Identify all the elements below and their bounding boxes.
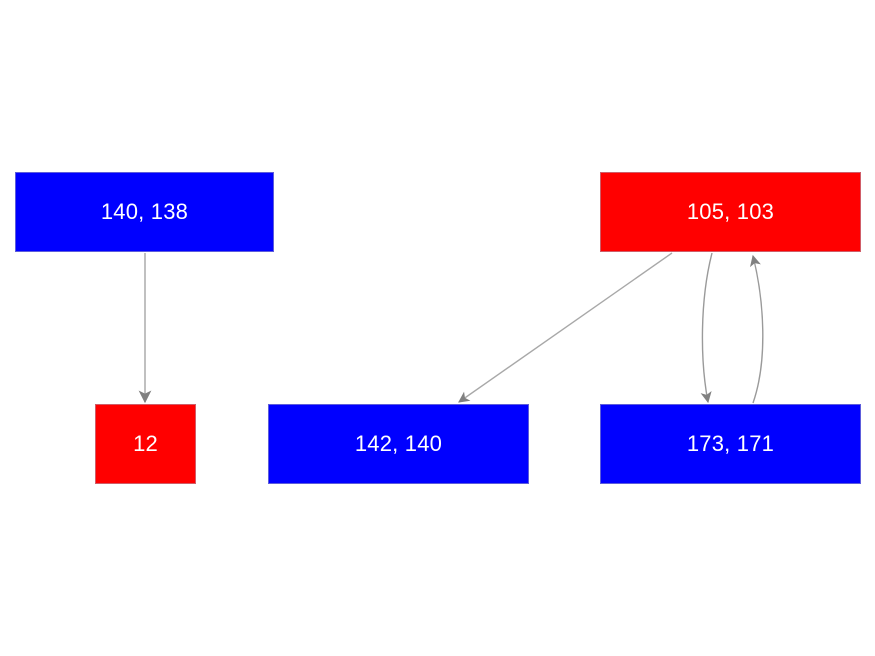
edge-n2-to-n5 [700,252,713,404]
node-173-171[interactable]: 173, 171 [600,404,861,484]
node-142-140[interactable]: 142, 140 [268,404,529,484]
edge-n2-to-n4 [458,252,673,403]
node-label: 173, 171 [686,431,775,456]
node-12[interactable]: 12 [95,404,196,484]
node-label: 105, 103 [686,199,775,224]
node-140-138[interactable]: 140, 138 [15,172,274,252]
node-label: 140, 138 [100,199,189,224]
edge-n5-to-n2 [750,254,764,404]
node-label: 142, 140 [354,431,443,456]
node-label: 12 [133,431,158,456]
node-105-103[interactable]: 105, 103 [600,172,861,252]
